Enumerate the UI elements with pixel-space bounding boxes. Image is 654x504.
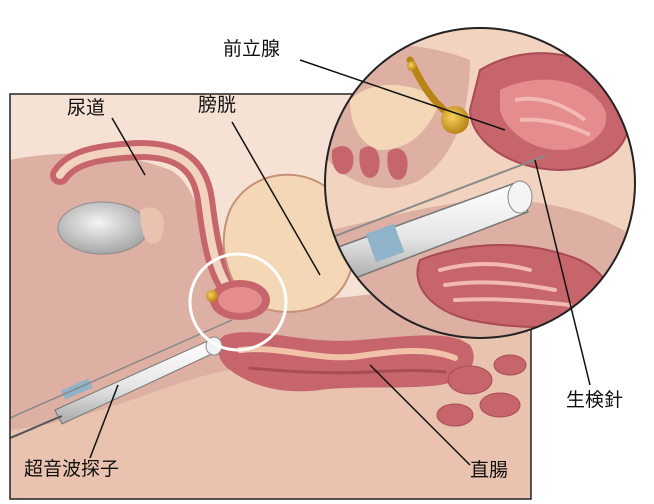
label-ultrasound-probe: 超音波探子 xyxy=(24,458,120,480)
pubic-bone xyxy=(57,201,149,255)
rectum xyxy=(218,332,474,392)
leader-needle xyxy=(534,159,591,386)
label-biopsy-needle: 生検針 xyxy=(566,389,624,411)
bladder xyxy=(222,173,356,313)
label-urethra: 尿道 xyxy=(67,97,106,119)
zoom-detail-circle xyxy=(324,27,636,339)
leader-prostate xyxy=(299,59,506,131)
leader-rectum xyxy=(369,364,471,466)
leader-probe xyxy=(89,384,119,459)
label-prostate: 前立腺 xyxy=(223,38,281,60)
label-bladder: 膀胱 xyxy=(198,94,237,116)
ultrasound-probe-detail xyxy=(328,180,533,283)
leader-urethra xyxy=(111,117,146,176)
label-rectum: 直腸 xyxy=(470,459,509,481)
leader-bladder xyxy=(231,121,321,276)
leader-lines xyxy=(89,59,591,466)
